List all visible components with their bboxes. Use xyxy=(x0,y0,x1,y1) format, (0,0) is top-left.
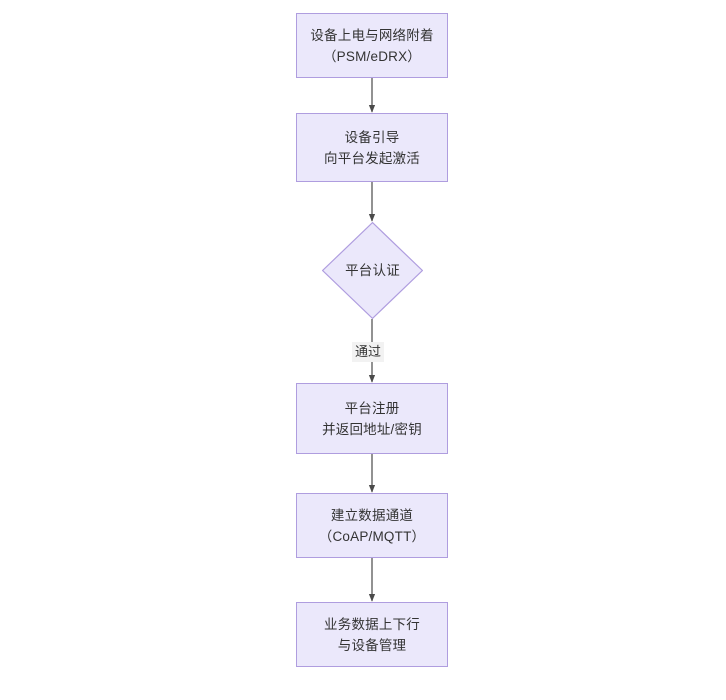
node-power-on-line-2: （PSM/eDRX） xyxy=(322,48,422,64)
node-bootstrap-line-2: 向平台发起激活 xyxy=(324,150,420,166)
node-data-channel[interactable]: 建立数据通道 （CoAP/MQTT） xyxy=(296,493,448,558)
node-business-data-line-1: 业务数据上下行 xyxy=(324,616,420,632)
edge-label-pass: 通过 xyxy=(352,342,385,362)
node-platform-auth[interactable]: 平台认证 xyxy=(322,222,423,319)
node-bootstrap[interactable]: 设备引导 向平台发起激活 xyxy=(296,113,448,182)
node-platform-register-line-1: 平台注册 xyxy=(344,400,400,416)
node-business-data-line-2: 与设备管理 xyxy=(337,637,407,653)
node-bootstrap-line-1: 设备引导 xyxy=(344,129,400,145)
diamond-shape xyxy=(322,222,423,319)
node-data-channel-line-1: 建立数据通道 xyxy=(330,507,414,523)
node-platform-auth-label: 平台认证 xyxy=(345,262,400,278)
node-power-on[interactable]: 设备上电与网络附着 （PSM/eDRX） xyxy=(296,13,448,78)
node-platform-register-line-2: 并返回地址/密钥 xyxy=(322,421,422,437)
edge-label-pass-text: 通过 xyxy=(355,344,382,359)
node-business-data[interactable]: 业务数据上下行 与设备管理 xyxy=(296,602,448,667)
node-power-on-line-1: 设备上电与网络附着 xyxy=(310,27,434,43)
node-platform-register[interactable]: 平台注册 并返回地址/密钥 xyxy=(296,383,448,454)
node-data-channel-line-2: （CoAP/MQTT） xyxy=(318,528,426,544)
